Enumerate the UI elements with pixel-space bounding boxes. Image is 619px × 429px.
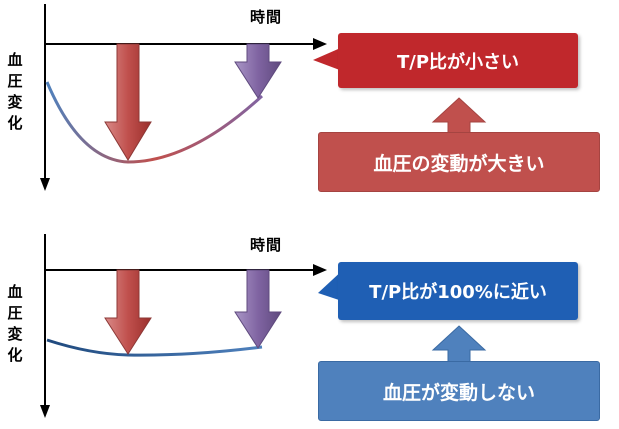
panel-small-tp-ratio: 時間 血圧変化 T/P比が小さい 血圧の変動が大きい bbox=[0, 0, 619, 214]
graph-area bbox=[40, 234, 487, 418]
tp-ratio-callout: T/P比が100%に近い bbox=[338, 262, 578, 320]
result-box: 血圧が変動しない bbox=[318, 361, 600, 421]
bp-curve bbox=[46, 338, 263, 357]
x-axis-arrowhead bbox=[313, 38, 327, 50]
bp-curve bbox=[45, 81, 264, 164]
x-axis-arrowhead bbox=[313, 264, 327, 276]
bp-change-axis-label: 血圧変化 bbox=[7, 283, 23, 364]
peak-arrow bbox=[234, 269, 282, 349]
panel-tp-ratio-near-100: 時間 血圧変化 T/P比が100%に近い 血圧が変動しない bbox=[0, 222, 619, 429]
peak-arrow bbox=[234, 43, 282, 99]
trough-arrow bbox=[104, 269, 152, 355]
bp-change-axis-label: 血圧変化 bbox=[7, 51, 23, 132]
y-axis-arrowhead bbox=[40, 405, 50, 418]
tp-ratio-callout: T/P比が小さい bbox=[338, 33, 578, 88]
up-arrow bbox=[431, 97, 487, 135]
up-arrow bbox=[431, 325, 487, 363]
result-box: 血圧の変動が大きい bbox=[318, 132, 600, 192]
time-axis-label: 時間 bbox=[250, 236, 283, 254]
time-axis-label: 時間 bbox=[250, 8, 283, 26]
trough-arrow bbox=[104, 43, 152, 161]
y-axis-arrowhead bbox=[40, 178, 50, 191]
callout-tail bbox=[313, 46, 345, 72]
